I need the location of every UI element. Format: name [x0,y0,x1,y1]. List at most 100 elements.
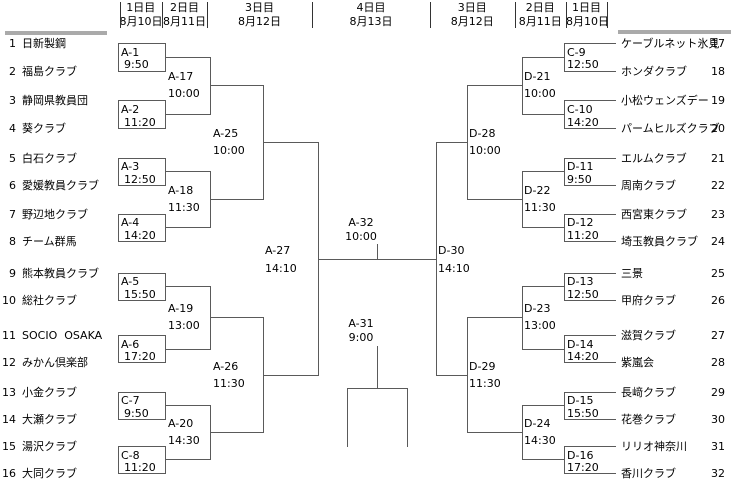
team-label: 湯沢クラブ [22,440,77,453]
match-id-label: C-8 [121,448,140,462]
bracket-line [165,286,211,287]
third-place-id-label: A-31 [348,317,374,330]
bracket-line [467,85,523,87]
match-id-label: D-22 [524,184,551,198]
team-label: 埼玉教員クラブ [621,235,698,248]
match-id-label: D-21 [524,70,551,84]
bracket-line [263,374,319,376]
team-seed: 32 [711,466,725,480]
bracket-line [118,128,166,129]
third-place-line [347,388,348,447]
team-seed: 11 [2,329,16,342]
header-divider [119,2,121,28]
match-id-label: D-30 [438,243,465,257]
bracket-line [118,391,119,420]
match-id-label: A-25 [213,127,239,141]
team-label: 白石クラブ [22,151,77,165]
team-seed: 10 [2,293,16,307]
bracket-line [118,418,166,420]
match-time-label: 15:50 [567,406,599,420]
match-time-label: 17:20 [567,460,599,474]
match-id-label: A-18 [168,184,194,198]
header-divider [514,2,516,28]
bracket-line [118,70,166,72]
header-divider [162,2,163,28]
bracket-line [564,213,616,215]
header-date-label: 8月13日 [349,15,393,28]
left-accent-bar [5,31,107,35]
match-time-label: 9:50 [124,406,149,420]
match-time-label: 12:50 [567,287,599,301]
match-id-label: A-2 [121,102,140,116]
header-day-label: 2日目 [170,1,199,14]
bracket-line [118,272,166,274]
bracket-line [522,405,565,406]
bracket-line [118,241,166,242]
match-id-label: D-12 [567,216,594,229]
match-time-label: 10:00 [213,144,245,158]
team-label: 香川クラブ [621,466,676,480]
match-id-label: A-1 [121,45,140,59]
bracket-line [165,348,211,350]
third-place-line [347,388,408,389]
bracket-line [118,362,166,363]
bracket-line [564,70,616,72]
team-label: ケーブルネット氷見 [621,37,720,50]
bracket-line [522,286,565,287]
team-seed: 19 [711,94,725,107]
team-seed: 30 [711,412,725,426]
match-time-label: 13:00 [168,319,200,333]
bracket-line [118,335,166,336]
header-day-label: 1日目 [572,1,601,14]
team-seed: 17 [711,37,725,50]
match-id-label: C-10 [567,102,593,116]
bracket-line [118,472,166,474]
header-divider [607,2,608,28]
team-label: 大瀬クラブ [22,412,77,426]
team-label: 総社クラブ [22,293,77,307]
bracket-line [564,299,616,301]
match-id-label: A-20 [168,417,194,431]
bracket-line [165,405,211,406]
header-date-label: 8月12日 [238,15,281,28]
match-time-label: 9:50 [567,172,592,186]
bracket-line [436,142,468,144]
team-label: 野辺地クラブ [22,207,88,221]
match-id-label: A-3 [121,160,140,173]
match-id-label: D-29 [469,359,496,373]
match-time-label: 12:50 [124,172,156,186]
team-seed: 7 [9,207,16,221]
bracket-line [210,432,264,434]
bracket-line [263,142,319,144]
team-seed: 26 [711,293,725,307]
match-time-label: 11:30 [213,376,245,390]
match-time-label: 11:20 [124,460,156,474]
match-id-label: A-4 [121,216,140,229]
match-time-label: 10:00 [524,87,556,101]
match-time-label: 14:10 [265,261,297,275]
bracket-line [118,157,166,159]
bracket-line [522,348,565,350]
bracket-line [118,100,119,129]
team-seed: 8 [9,235,16,248]
team-label: 大同クラブ [22,466,77,480]
match-time-label: 10:00 [469,144,501,158]
team-label: 甲府クラブ [621,293,676,307]
team-label: 熊本教員クラブ [22,266,99,280]
header-divider [430,2,431,28]
header-day-label: 3日目 [457,1,487,14]
header-divider [207,2,208,28]
match-time-label: 13:00 [524,319,556,333]
team-label: ホンダクラブ [621,64,687,78]
match-id-label: D-16 [567,448,594,462]
team-label: 花巻クラブ [621,412,676,426]
match-id-label: D-23 [524,302,551,316]
team-seed: 15 [2,440,16,453]
team-label: チーム群馬 [22,235,77,248]
final-stub [377,243,378,260]
bracket-line [118,43,166,44]
match-id-label: A-6 [121,337,140,351]
right-accent-bar [618,30,731,34]
team-seed: 6 [9,179,16,192]
bracket-line [467,317,523,319]
